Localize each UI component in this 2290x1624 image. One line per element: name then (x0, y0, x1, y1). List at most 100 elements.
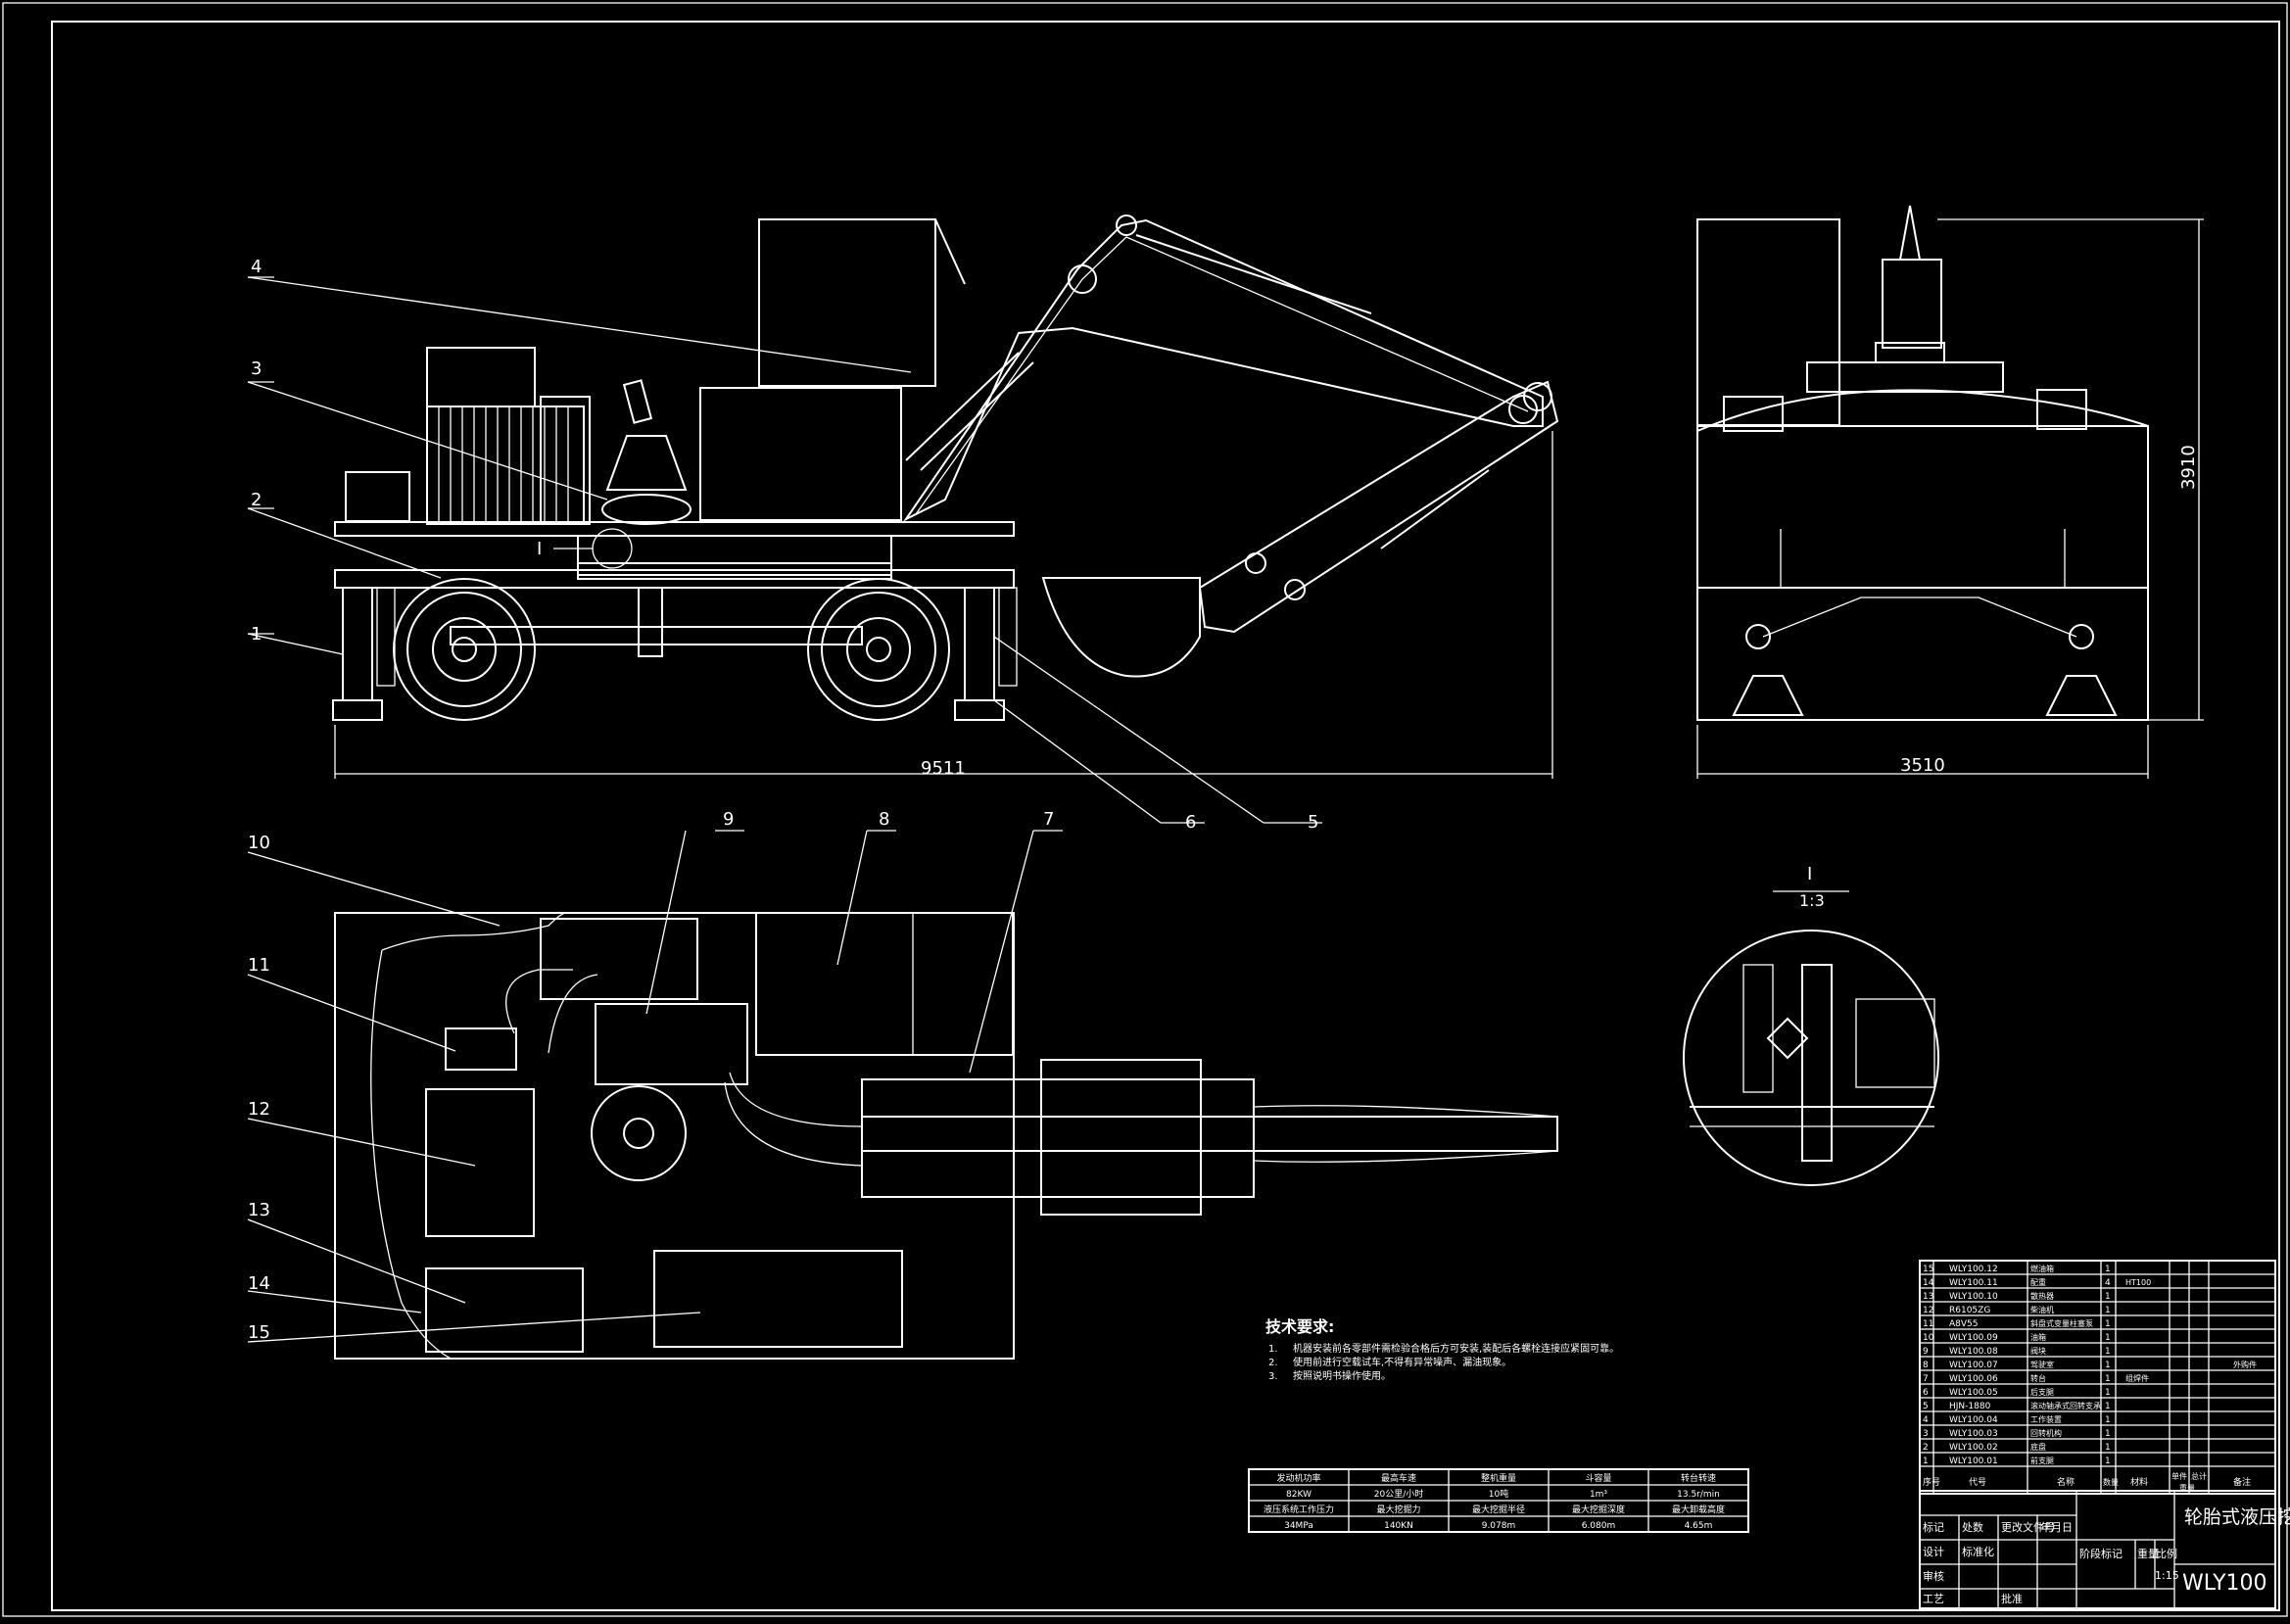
swing-motor (605, 435, 688, 491)
part-code: HJN-1880 (1949, 1402, 1991, 1411)
part-name: 工作装置 (2030, 1414, 2062, 1424)
spec-cell: 9.078m (1482, 1521, 1516, 1531)
part-code: WLY100.03 (1949, 1429, 1998, 1439)
part-name: 散热器 (2030, 1291, 2054, 1301)
part-qty: 4 (2105, 1278, 2111, 1288)
spec-cell: 10吨 (1489, 1488, 1508, 1500)
stick (1198, 380, 1559, 634)
tech-item-text: 机器安装前各零部件需检验合格后方可安装,装配后各螺栓连接应紧固可靠。 (1293, 1342, 1619, 1355)
tb-design: 设计 (1923, 1546, 1944, 1558)
tech-requirements: 技术要求: 1.机器安装前各零部件需检验合格后方可安装,装配后各螺栓连接应紧固可… (1265, 1317, 1619, 1382)
callout-10: 10 (248, 833, 270, 853)
tech-item-no: 1. (1268, 1344, 1278, 1355)
callout-8: 8 (879, 809, 889, 830)
callout-3: 3 (251, 358, 262, 379)
tb-scale-label: 比例 (2156, 1547, 2177, 1560)
valve-block (595, 1003, 748, 1085)
part-qty: 1 (2105, 1374, 2111, 1384)
front-view: 3510 3910 (1696, 205, 2204, 779)
tb-count: 处数 (1962, 1521, 1983, 1534)
spec-cell: 最大挖掘半径 (1472, 1504, 1525, 1515)
part-code: WLY100.08 (1949, 1347, 1998, 1357)
tech-item-no: 3. (1268, 1371, 1278, 1382)
tb-stage-mark: 阶段标记 (2079, 1547, 2123, 1560)
radiator (426, 406, 585, 525)
part-code: WLY100.04 (1949, 1415, 1998, 1425)
tech-item-no: 2. (1268, 1358, 1278, 1368)
dim-length: 9511 (921, 758, 966, 779)
tb-date: 年月日 (2040, 1520, 2073, 1534)
part-name: 转台 (2030, 1373, 2046, 1383)
tb-review: 审核 (1923, 1569, 1944, 1583)
spec-cell: 最大卸载高度 (1672, 1504, 1725, 1515)
front-wheel (393, 578, 536, 721)
part-qty: 1 (2105, 1402, 2111, 1411)
tb-change-doc: 更改文件号 (2001, 1520, 2055, 1534)
spec-cell: 液压系统工作压力 (1264, 1504, 1334, 1515)
part-code: WLY100.02 (1949, 1443, 1998, 1453)
spec-cell: 最大挖掘力 (1376, 1504, 1420, 1515)
title-block: 轮胎式液压挖掘机 WLY100 标记 处数 更改文件号 年月日 设计 标准化 审… (1919, 1490, 2290, 1609)
part-name: 柴油机 (2030, 1305, 2054, 1314)
spec-cell: 20公里/小时 (1374, 1488, 1424, 1500)
part-name: 驾驶室 (2030, 1360, 2054, 1369)
part-no: 8 (1923, 1361, 1929, 1370)
tech-item-text: 使用前进行空载试车,不得有异常噪声、漏油现象。 (1293, 1356, 1511, 1368)
part-qty: 1 (2105, 1347, 2111, 1357)
header-total-weight: 总计 (2191, 1471, 2207, 1481)
callout-5: 5 (1308, 812, 1318, 833)
tb-weight: 重量 (2137, 1547, 2159, 1560)
spec-cell: 4.65m (1685, 1521, 1713, 1531)
inner-frame (51, 21, 2280, 1611)
part-code: R6105ZG (1949, 1306, 1990, 1315)
detail-scale: 1:3 (1799, 891, 1825, 910)
part-name: 回转机构 (2030, 1428, 2062, 1438)
part-no: 4 (1923, 1415, 1929, 1425)
boom-plan (862, 1116, 1558, 1152)
spec-cell: 斗容量 (1585, 1472, 1611, 1484)
part-qty: 1 (2105, 1265, 2111, 1274)
tb-approve: 批准 (2001, 1592, 2023, 1605)
tb-process: 工艺 (1923, 1593, 1944, 1605)
part-qty: 1 (2105, 1388, 2111, 1398)
part-no: 14 (1923, 1278, 1934, 1288)
tb-standardize: 标准化 (1962, 1545, 1994, 1558)
part-code: A8V55 (1949, 1319, 1979, 1329)
detail-marker: I (537, 539, 542, 559)
callout-12: 12 (248, 1099, 270, 1120)
spec-cell: 最高车速 (1381, 1472, 1416, 1484)
part-name: 配重 (2030, 1277, 2046, 1287)
pump (445, 1027, 517, 1071)
header-material: 材料 (2130, 1476, 2148, 1488)
part-code: WLY100.11 (1949, 1278, 1998, 1288)
rear-outrigger (954, 587, 1018, 721)
spec-cell: 转台转速 (1681, 1472, 1716, 1484)
part-name: 油箱 (2030, 1332, 2046, 1342)
part-qty: 1 (2105, 1429, 2111, 1439)
callout-13: 13 (248, 1200, 270, 1220)
part-qty: 1 (2105, 1415, 2111, 1425)
cab-body (699, 387, 902, 521)
part-no: 6 (1923, 1388, 1929, 1398)
part-code: WLY100.07 (1949, 1361, 1998, 1370)
part-material: HT100 (2125, 1278, 2151, 1287)
part-code: WLY100.10 (1949, 1292, 1998, 1302)
spec-cell: 140KN (1384, 1521, 1413, 1531)
side-view: 9511 I 1 2 3 4 5 6 (247, 215, 1559, 833)
part-no: 12 (1923, 1306, 1933, 1315)
detail-view: I 1:3 (1683, 864, 1939, 1186)
dim-width: 3510 (1900, 755, 1945, 776)
part-qty: 1 (2105, 1319, 2111, 1329)
part-name: 燃油箱 (2030, 1264, 2054, 1273)
part-name: 底盘 (2030, 1442, 2046, 1452)
spec-cell: 发动机功率 (1276, 1472, 1320, 1484)
spec-cell: 13.5r/min (1677, 1490, 1720, 1500)
part-code: WLY100.06 (1949, 1374, 1998, 1384)
part-code: WLY100.09 (1949, 1333, 1998, 1343)
front-outrigger (332, 587, 396, 721)
parts-list-frame (1919, 1260, 2276, 1495)
